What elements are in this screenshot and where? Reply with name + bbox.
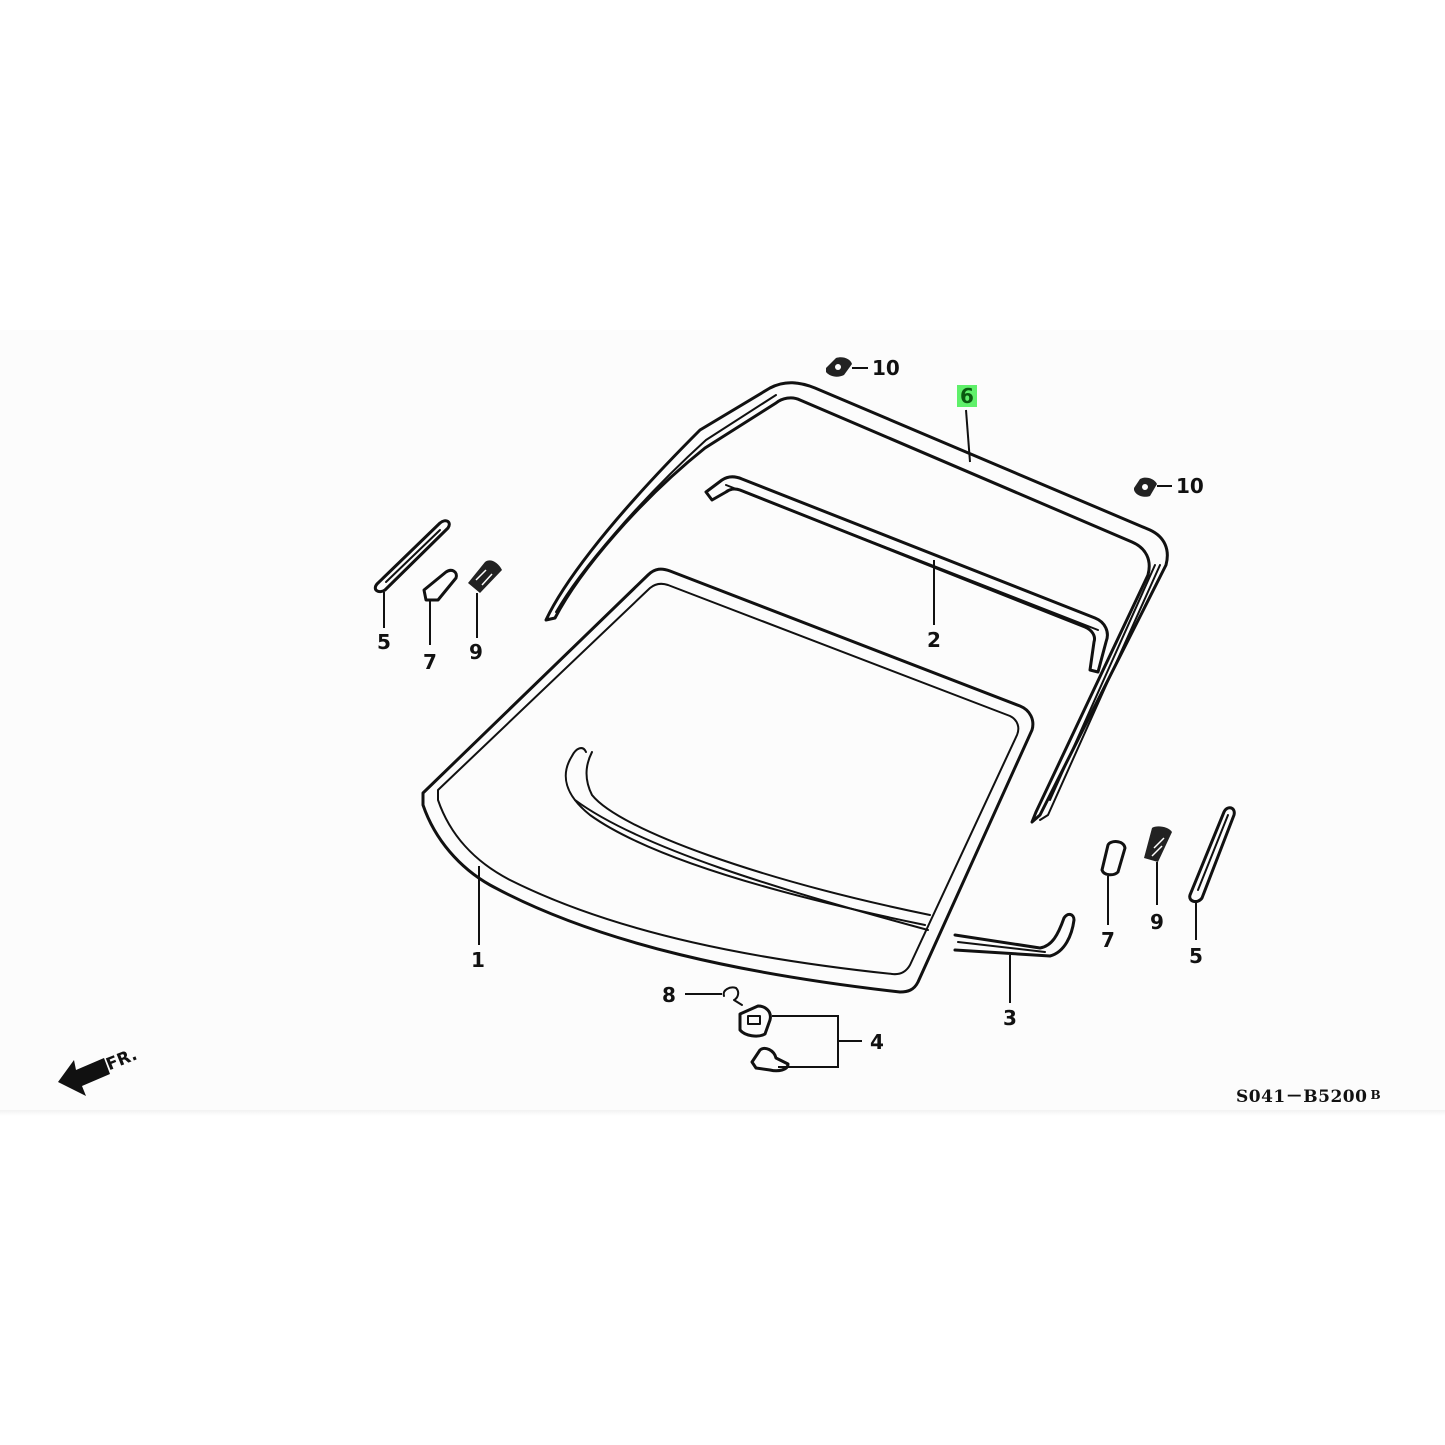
- part-10-top-right-fastener[interactable]: [1134, 477, 1157, 497]
- leader-lines: [383, 367, 1197, 1068]
- diagram-code-text: S041－B5200: [1236, 1087, 1368, 1107]
- callout-10-top-right[interactable]: 10: [1176, 474, 1204, 498]
- part-5-left-spacer[interactable]: [373, 519, 451, 594]
- callout-3[interactable]: 3: [1003, 1006, 1017, 1030]
- part-7-left-fastener[interactable]: [422, 568, 458, 602]
- part-9-right-fastener[interactable]: [1144, 826, 1172, 862]
- callout-7-right[interactable]: 7: [1101, 928, 1115, 952]
- part-6-windshield-molding[interactable]: [544, 381, 1169, 824]
- callout-4[interactable]: 4: [870, 1030, 884, 1054]
- callout-9-right[interactable]: 9: [1150, 910, 1164, 934]
- callout-5-left[interactable]: 5: [377, 630, 391, 654]
- callout-9-left[interactable]: 9: [469, 640, 483, 664]
- part-1-windshield-glass[interactable]: [421, 567, 1035, 994]
- arrow-left-down-icon: [58, 1058, 110, 1096]
- part-9-left-fastener[interactable]: [468, 560, 502, 593]
- callout-8[interactable]: 8: [662, 983, 676, 1007]
- part-4-positioners[interactable]: [738, 1004, 790, 1073]
- part-2-upper-molding[interactable]: [704, 475, 1109, 674]
- callout-10-top-left[interactable]: 10: [872, 356, 900, 380]
- callout-7-left[interactable]: 7: [423, 650, 437, 674]
- panel-bottom-edge: [0, 1110, 1445, 1116]
- part-3-lower-molding[interactable]: [953, 912, 1076, 958]
- callout-5-right[interactable]: 5: [1189, 944, 1203, 968]
- part-10-top-left-fastener[interactable]: [826, 357, 852, 377]
- part-8-clip[interactable]: [722, 986, 743, 1006]
- diagram-revision: B: [1370, 1088, 1382, 1102]
- part-7-right-fastener[interactable]: [1100, 840, 1127, 877]
- callout-6-highlighted[interactable]: 6: [957, 385, 977, 407]
- callout-1[interactable]: 1: [471, 948, 485, 972]
- diagram-panel: [0, 330, 1445, 1113]
- callout-2[interactable]: 2: [927, 628, 941, 652]
- part-5-right-spacer[interactable]: [1188, 806, 1236, 904]
